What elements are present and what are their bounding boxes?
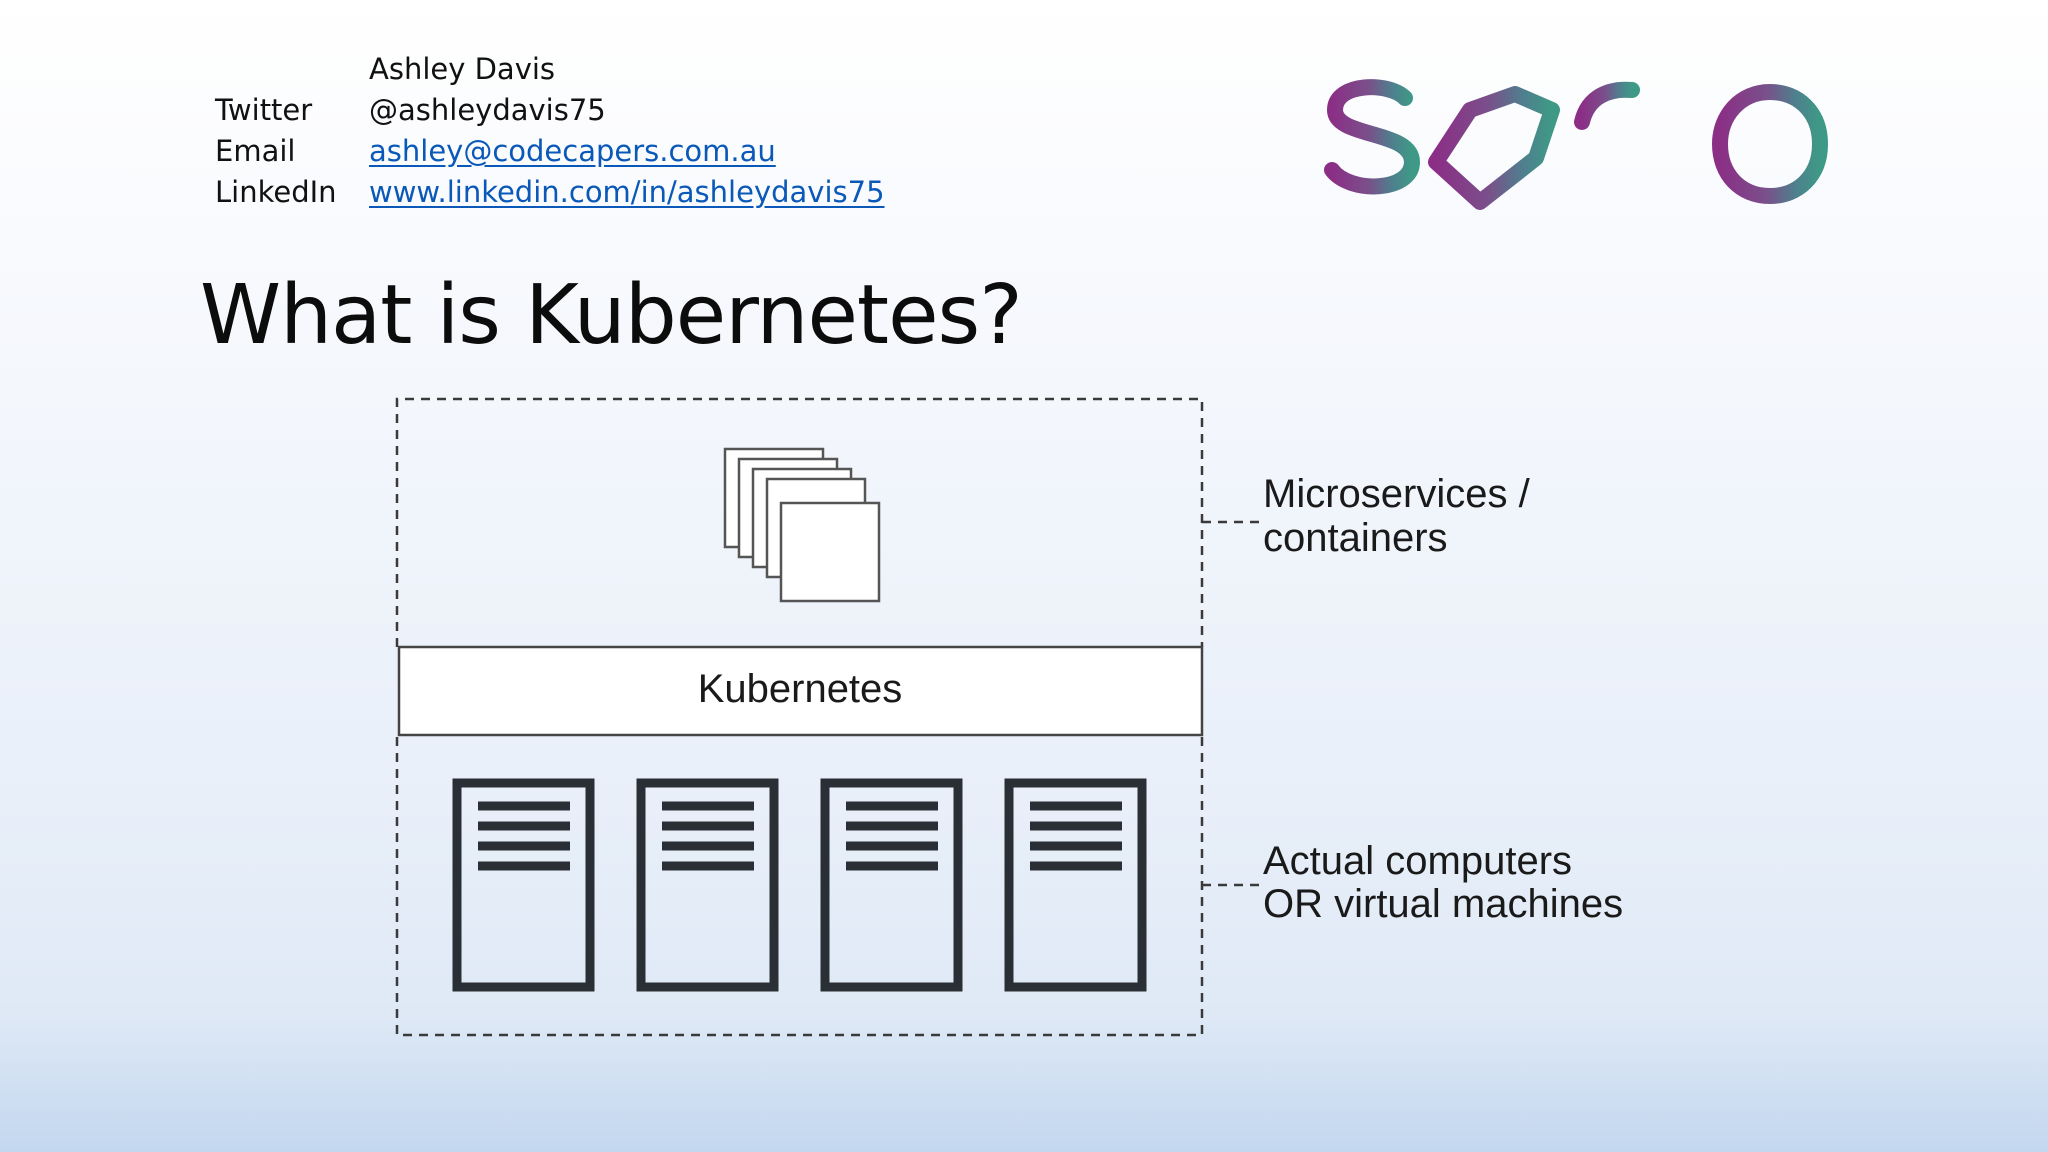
server-icon (1004, 778, 1147, 992)
twitter-label: Twitter (215, 93, 313, 127)
sortal-logo (1324, 36, 1880, 210)
containers-annotation-line1: Microservices / (1263, 472, 1531, 516)
presenter-name: Ashley Davis (369, 52, 556, 86)
email-label: Email (215, 134, 296, 168)
twitter-handle: @ashleydavis75 (369, 93, 606, 127)
containers-annotation-line2: containers (1263, 516, 1448, 560)
linkedin-label: LinkedIn (215, 175, 337, 209)
kubernetes-label: Kubernetes (698, 667, 903, 711)
container-stack-icon (723, 447, 881, 603)
kubernetes-diagram: Kubernetes Microservices / containers Ac… (395, 397, 1623, 1037)
email-link[interactable]: ashley@codecapers.com.au (369, 134, 776, 168)
slide-title: What is Kubernetes? (200, 268, 1023, 363)
machines-annotation-line1: Actual computers (1263, 839, 1572, 883)
server-icon (636, 778, 779, 992)
kubernetes-layer (397, 645, 1204, 737)
machines-annotation-line2: OR virtual machines (1263, 882, 1623, 926)
linkedin-link[interactable]: www.linkedin.com/in/ashleydavis75 (369, 175, 885, 209)
server-icon (820, 778, 963, 992)
server-icon (452, 778, 595, 992)
